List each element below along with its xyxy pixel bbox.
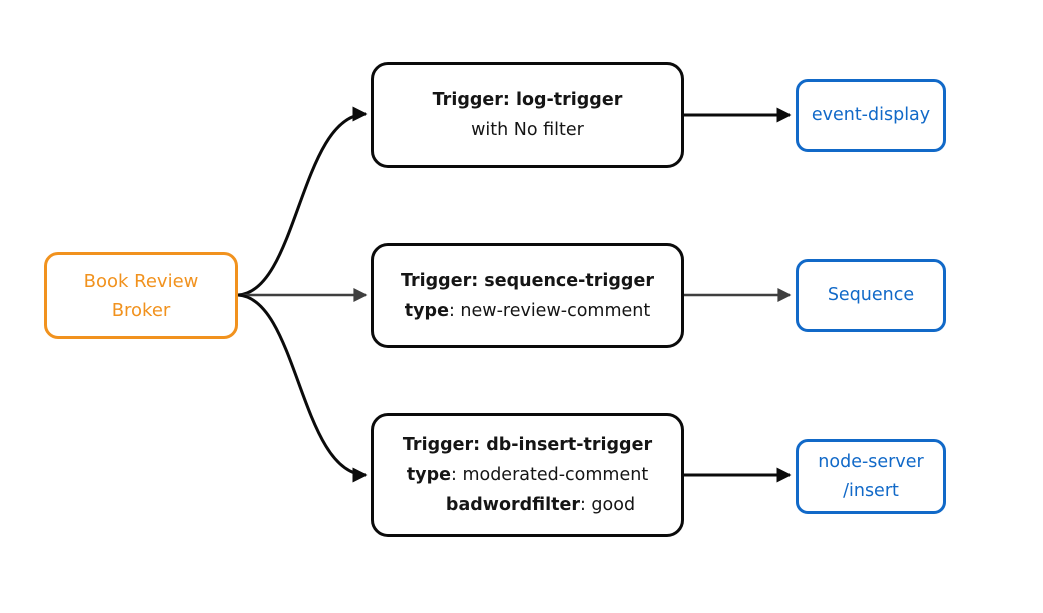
- trigger-db-attr-type: type: moderated-comment: [406, 465, 649, 485]
- edge-broker-to-db-insert-trigger: [237, 293, 368, 483]
- broker-label-line1: Book Review: [83, 270, 199, 292]
- node-sink-event-display: event-display: [796, 79, 946, 152]
- trigger-log-title: Trigger: log-trigger: [432, 90, 623, 110]
- sink-node-server-line2: /insert: [843, 480, 899, 501]
- node-sink-node-server: node-server /insert: [796, 439, 946, 514]
- trigger-db-attr-badwordfilter: badwordfilter: good: [445, 495, 636, 515]
- node-sink-sequence: Sequence: [796, 259, 946, 332]
- trigger-db-title: Trigger: db-insert-trigger: [402, 435, 653, 455]
- node-trigger-sequence: Trigger: sequence-trigger type: new-revi…: [371, 243, 684, 348]
- node-trigger-log: Trigger: log-trigger with No filter: [371, 62, 684, 168]
- broker-label-line2: Broker: [111, 299, 171, 321]
- sink-node-server-line1: node-server: [818, 451, 924, 472]
- sink-event-label: event-display: [811, 105, 931, 125]
- sink-sequence-label: Sequence: [827, 285, 915, 305]
- trigger-sequence-title: Trigger: sequence-trigger: [401, 270, 654, 291]
- trigger-log-subtitle: with No filter: [471, 120, 584, 140]
- node-trigger-db-insert: Trigger: db-insert-trigger type: moderat…: [371, 413, 684, 537]
- trigger-sequence-attr: type: new-review-comment: [404, 300, 651, 321]
- node-broker: Book Review Broker: [44, 252, 238, 339]
- edge-broker-to-log-trigger: [237, 106, 368, 297]
